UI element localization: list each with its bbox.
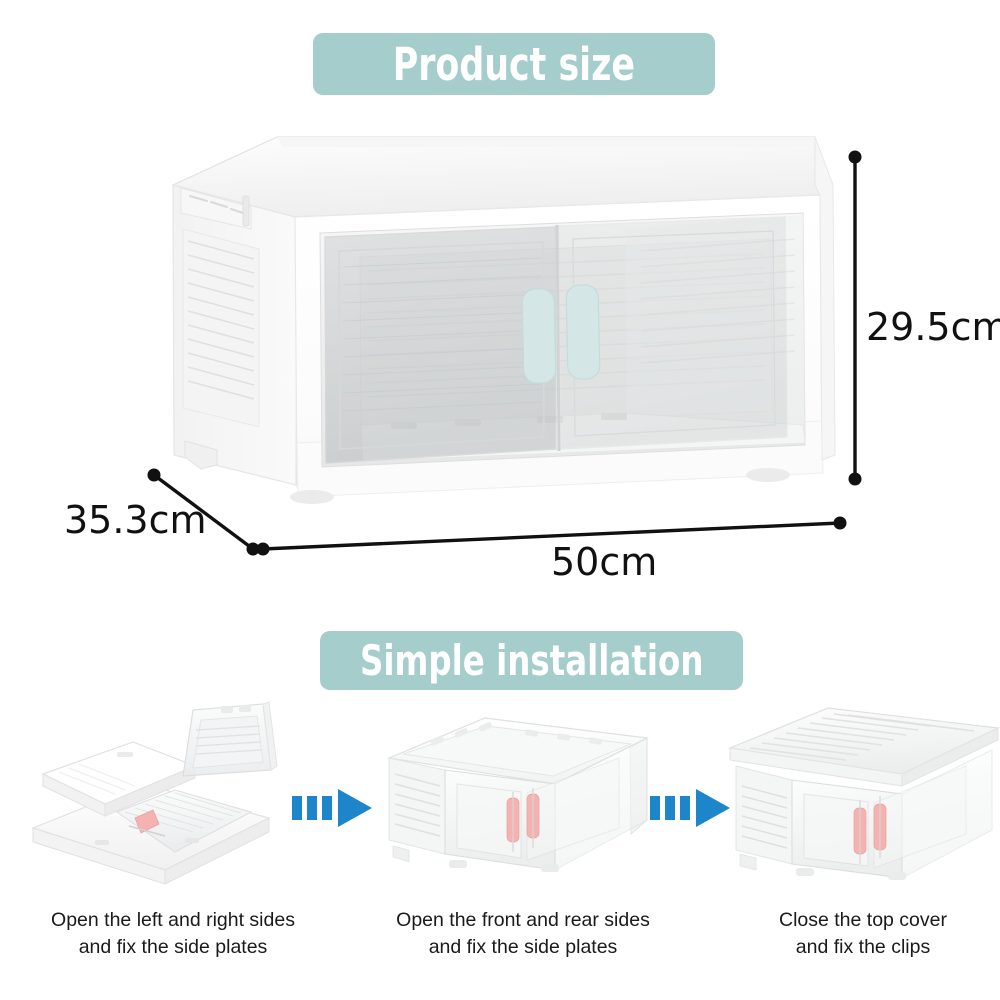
install-step-1-caption-line-1: Open the left and right sides xyxy=(51,909,295,931)
install-step-2-caption: Open the front and rear sides and fix th… xyxy=(358,907,688,961)
box-left-side-panel xyxy=(172,184,298,486)
product-hero-image xyxy=(155,125,845,535)
height-dimension-label: 29.5cm xyxy=(866,305,1000,349)
install-step-2-caption-line-2: and fix the side plates xyxy=(428,936,618,958)
install-step-3-caption-line-2: and fix the clips xyxy=(795,936,931,958)
install-step-1-image xyxy=(25,700,325,885)
height-dimension-line xyxy=(848,150,862,486)
product-size-banner: Product size xyxy=(313,33,715,95)
install-step-3-caption: Close the top cover and fix the clips xyxy=(698,907,1000,961)
box-right-edge xyxy=(814,136,836,461)
install-step-2-caption-line-1: Open the front and rear sides xyxy=(396,909,650,931)
right-side-plate-upright xyxy=(182,701,278,777)
open-top-rim xyxy=(386,717,650,785)
install-step-1-caption-line-2: and fix the side plates xyxy=(78,936,268,958)
product-size-banner-label: Product size xyxy=(392,37,636,91)
install-step-1-caption: Open the left and right sides and fix th… xyxy=(8,907,338,961)
arrow-step-2-to-3-icon xyxy=(650,787,732,829)
left-door-handle xyxy=(521,288,557,384)
front-transparent-body xyxy=(444,737,648,871)
install-step-3-caption-line-1: Close the top cover xyxy=(778,909,947,931)
pink-door-handles xyxy=(506,788,540,852)
left-transparent-door xyxy=(324,226,557,464)
install-step-2-image xyxy=(375,700,675,885)
arrow-step-1-to-2-icon xyxy=(292,787,374,829)
left-ribbed-side xyxy=(388,757,446,863)
depth-dimension-label: 35.3cm xyxy=(64,498,207,542)
step3-feet xyxy=(796,868,906,880)
right-door-handle xyxy=(565,284,601,380)
install-step-3-image xyxy=(720,700,1000,885)
pink-handle xyxy=(128,809,166,837)
simple-installation-banner-label: Simple installation xyxy=(359,636,704,685)
door-handles xyxy=(521,224,601,452)
ribbed-top-cover xyxy=(727,707,1000,787)
step2-feet xyxy=(449,860,559,872)
width-dimension-label: 50cm xyxy=(551,540,658,584)
simple-installation-banner: Simple installation xyxy=(320,631,743,690)
pink-door-handles xyxy=(853,796,887,864)
left-side-plate-lifting xyxy=(41,741,197,817)
folded-base-tray xyxy=(31,783,271,885)
box-feet xyxy=(290,468,790,504)
